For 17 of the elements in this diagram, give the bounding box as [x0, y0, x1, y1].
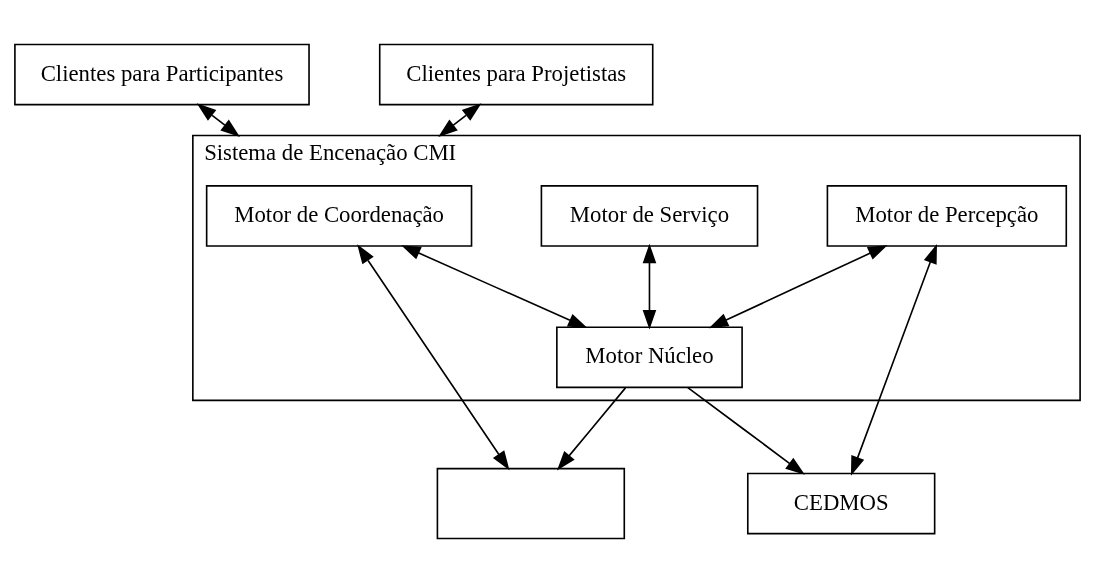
arrow — [357, 244, 510, 471]
node-box: Motor Núcleo — [556, 326, 743, 389]
node-box: CEDMOS — [746, 472, 936, 535]
node-box: Clientes para Participantes — [14, 43, 310, 106]
node-box: Motor de Serviço — [540, 185, 759, 247]
arrow — [850, 244, 937, 476]
arrow — [196, 103, 240, 137]
node-box — [436, 467, 626, 540]
arrow — [642, 243, 657, 330]
node-box: Motor de Coordenação — [205, 185, 473, 247]
arrow — [401, 245, 588, 329]
node-box: Motor de Percepção — [826, 185, 1068, 247]
arrow — [708, 245, 888, 329]
node-box: Clientes para Projetistas — [378, 43, 654, 106]
arrow — [687, 386, 805, 475]
arrow — [556, 387, 627, 471]
arrow — [438, 103, 482, 137]
